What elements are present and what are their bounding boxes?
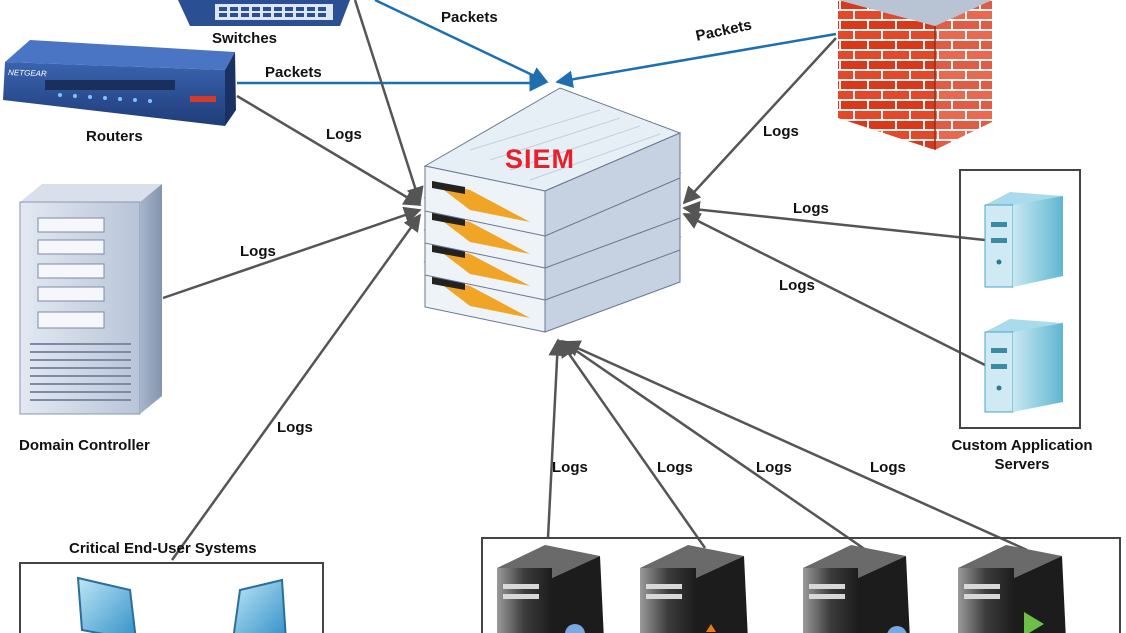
logs-end-user-link (170, 213, 422, 561)
domain-controller-server (19, 184, 162, 415)
packets-switch-link (374, 0, 549, 84)
app-server-1 (984, 192, 1063, 288)
logs-router-label: Logs (326, 126, 362, 143)
logs-server-2-label: Logs (657, 459, 693, 476)
logs-server-1-label: Logs (552, 459, 588, 476)
siem-label: SIEM (505, 144, 576, 174)
packet-links (237, 0, 837, 92)
app-server-2 (984, 319, 1063, 413)
logs-domain-controller-label: Logs (240, 243, 276, 260)
logs-server-4-link (562, 340, 1028, 552)
log-links (162, 0, 1028, 561)
critical-end-user-label: Critical End-User Systems (69, 540, 257, 557)
siem-appliance-stack (423, 87, 682, 333)
packets-switch-label: Packets (441, 9, 498, 26)
server-1 (497, 545, 604, 633)
packets-router-label: Packets (265, 64, 322, 81)
logs-server-2-link (558, 339, 707, 549)
server-4 (958, 545, 1066, 633)
packets-firewall-link (555, 32, 837, 88)
logs-app-server-1-link (682, 200, 986, 242)
logs-switch-link (353, 0, 424, 205)
switches-label: Switches (212, 30, 278, 47)
router-device: NETGEAR (3, 40, 236, 126)
logs-app-server-1-label: Logs (793, 200, 829, 217)
custom-app-servers-label-line1: Custom Application (951, 437, 1093, 454)
logs-end-user-label: Logs (277, 419, 313, 436)
logs-server-3-link (560, 339, 867, 552)
critical-end-user-box (19, 562, 324, 633)
logs-server-3-label: Logs (756, 459, 792, 476)
domain-controller-label: Domain Controller (19, 437, 150, 454)
end-user-monitor-2 (232, 578, 287, 633)
logs-server-1-link (546, 338, 566, 539)
server-2 (640, 545, 748, 633)
logs-app-server-2-label: Logs (779, 277, 815, 294)
logs-server-4-label: Logs (870, 459, 906, 476)
logs-app-server-2-link (682, 212, 986, 367)
custom-app-servers-label: Custom Application Servers (944, 436, 1100, 474)
custom-app-servers-label-line2: Servers (994, 456, 1050, 473)
switch-device (178, 0, 350, 26)
server-3 (803, 545, 910, 633)
custom-app-servers-box (959, 169, 1081, 429)
end-user-monitor-1 (76, 576, 137, 633)
logs-firewall-link (682, 37, 837, 205)
logs-router-link (236, 94, 422, 207)
logs-domain-controller-link (162, 206, 422, 300)
firewall-icon (838, 0, 992, 150)
siem-unit-1 (423, 87, 682, 237)
servers-box (481, 537, 1121, 633)
routers-label: Routers (86, 128, 143, 145)
router-brand-label: NETGEAR (8, 68, 47, 78)
logs-firewall-label: Logs (763, 123, 799, 140)
